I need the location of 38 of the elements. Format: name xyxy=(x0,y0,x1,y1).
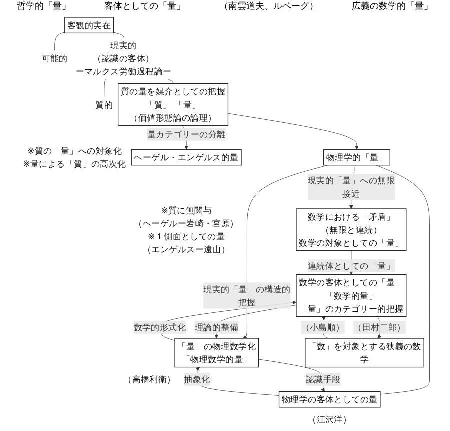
edge-label: 連続体としての「量」 xyxy=(308,260,395,272)
node-box: 数学の客体としての「量」 「数学的量」 「量」のカテゴリー的把握 xyxy=(296,274,407,318)
node-box: 質の量を媒介としての把握 「質」 「量」 （価値形態論の論理） xyxy=(118,83,228,126)
node-box: 「量」の物理数学化 「物理数学的量」 xyxy=(174,338,259,368)
edge-label: 数学的形式化 xyxy=(134,322,186,333)
edge-label: 抽象化 xyxy=(184,374,210,385)
connector xyxy=(54,32,65,51)
node-label: （ヘーゲルー岩崎・宮原） xyxy=(134,218,239,229)
node-box: 物理学の客体としての量 xyxy=(278,391,381,408)
edge-label: 現実的「量」の構造的把握 xyxy=(203,284,291,308)
node-label: （江沢洋） xyxy=(308,414,352,425)
node-label: ※量による「質」の高次化 xyxy=(22,158,126,170)
connector xyxy=(104,79,106,98)
node-label: ※１側面としての量 xyxy=(148,231,225,242)
bracket-label: 広義の数学的「量」 xyxy=(352,0,434,14)
edge-label: （小島順） xyxy=(301,322,345,333)
bracket-label: （南雲道夫、ルベーグ） xyxy=(219,0,318,14)
bracket-label: 哲学的「量」 xyxy=(16,0,71,14)
edge-label: 理論的整備 xyxy=(194,322,238,333)
edge-label: 量カテゴリーの分離 xyxy=(147,129,226,140)
node-box: ヘーゲル・エンゲルス的量 xyxy=(131,149,242,166)
edge-label: 現実的「量」への無限接近 xyxy=(308,175,395,199)
edge-label: （田村二郎） xyxy=(354,322,406,333)
connector xyxy=(168,79,174,84)
node-label: ※質に無関与 xyxy=(160,205,212,216)
bracket-label: 客体としての「量」 xyxy=(104,0,186,14)
node-box: 客観的実在 xyxy=(64,17,114,34)
node-text: 現実的 （認識の客体） ーマルクス労働過程論ー xyxy=(76,40,172,77)
connector xyxy=(113,32,124,38)
node-label: （高橋利衛） xyxy=(123,374,176,385)
node-box: 「数」を対象とする狭義の数学 xyxy=(304,338,424,368)
node-text: 質的 xyxy=(96,99,113,110)
node-text: 可能的 xyxy=(42,53,68,64)
node-box: 物理学的「量」 xyxy=(323,149,390,166)
node-box: 数学における「矛盾」 （無限と連続） 数学の対象としての「量」 xyxy=(296,208,407,252)
node-label: （エンゲルスー遠山） xyxy=(142,244,230,255)
edge-label: 認識手段 xyxy=(306,374,341,385)
node-label: ※質の「量」への対象化 xyxy=(27,146,122,156)
